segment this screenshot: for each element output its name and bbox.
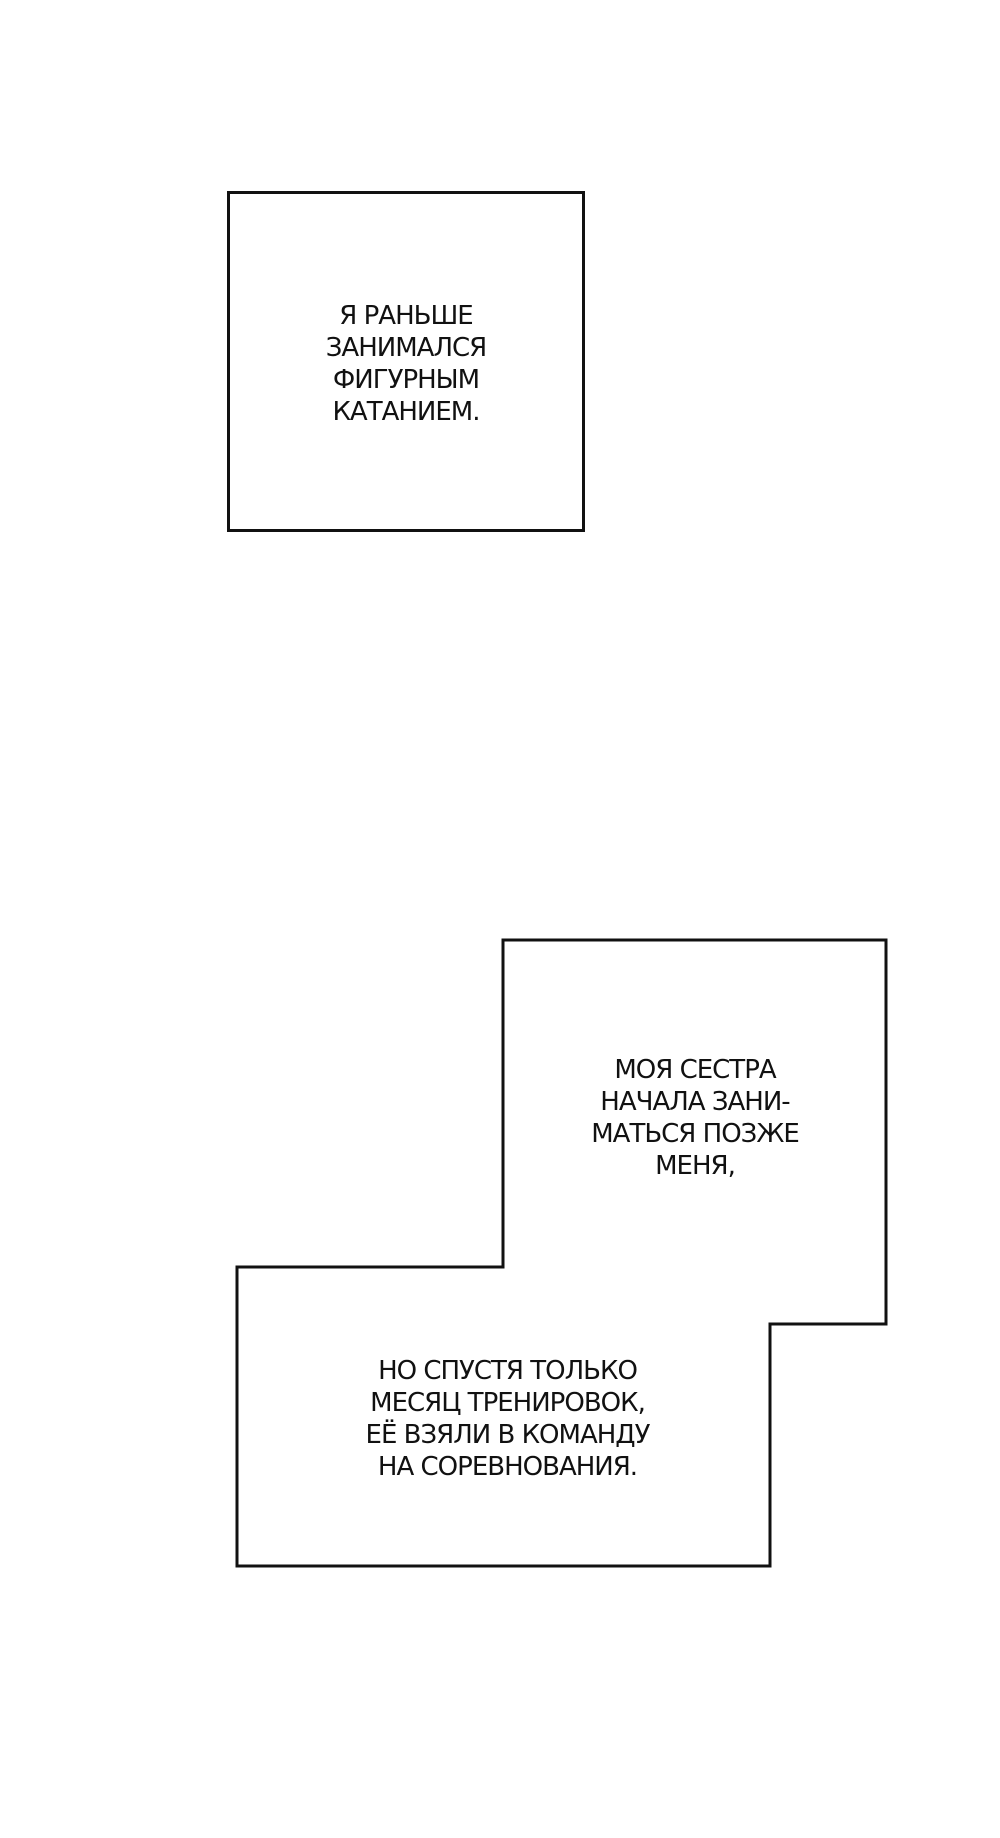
caption-line: МЕСЯЦ ТРЕНИРОВОК, [370,1388,646,1418]
caption-text-bottom-upper: МОЯ СЕСТРА НАЧАЛА ЗАНИ- МАТЬСЯ ПОЗЖЕ МЕН… [540,1054,850,1182]
caption-line: НО СПУСТЯ ТОЛЬКО [378,1356,638,1386]
caption-line: МОЯ СЕСТРА [614,1055,776,1085]
caption-line: МЕНЯ, [655,1151,736,1181]
caption-line: ЗАНИМАЛСЯ [325,333,487,363]
caption-line: НА СОРЕВНОВАНИЯ. [377,1452,638,1482]
caption-line: Я РАНЬШЕ [339,301,473,331]
caption-line: КАТАНИЕМ. [332,397,480,427]
caption-text-top: Я РАНЬШЕ ЗАНИМАЛСЯ ФИГУРНЫМ КАТАНИЕМ. [227,300,585,428]
caption-text-bottom-lower: НО СПУСТЯ ТОЛЬКО МЕСЯЦ ТРЕНИРОВОК, ЕЁ ВЗ… [300,1355,715,1483]
caption-line: ЕЁ ВЗЯЛИ В КОМАНДУ [365,1420,651,1450]
caption-box-top [227,191,585,532]
caption-line: НАЧАЛА ЗАНИ- [600,1087,790,1117]
caption-box-bottom [235,938,888,1568]
caption-line: ФИГУРНЫМ [332,365,480,395]
caption-line: МАТЬСЯ ПОЗЖЕ [591,1119,800,1149]
